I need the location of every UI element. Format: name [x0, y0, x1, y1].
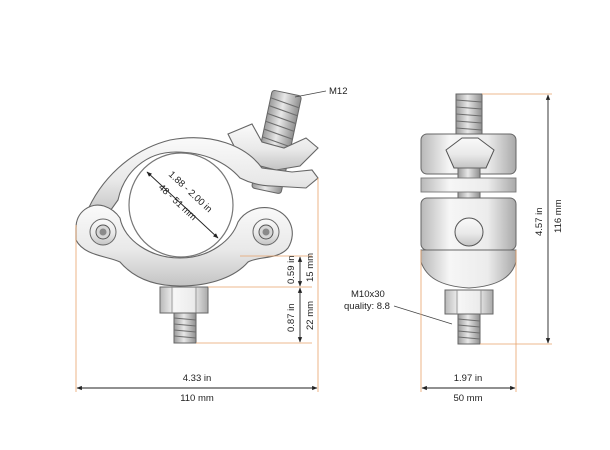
bottom-nut [159, 286, 209, 314]
side-width-mm-label: 50 mm [453, 393, 482, 404]
m12-label: M12 [329, 86, 347, 97]
side-width-in-label: 1.97 in [454, 373, 483, 384]
m10-leader [393, 305, 453, 325]
quality-label: quality: 8.8 [344, 301, 390, 312]
height-in-label: 4.57 in [534, 207, 545, 236]
spacer-in-label: 0.59 in [286, 255, 297, 284]
left-pivot-pin [89, 218, 117, 246]
side-wing-nut [445, 137, 495, 169]
spacer-mm-label: 15 mm [305, 253, 316, 282]
side-view: M10x30 quality: 8.8 1.97 in 50 mm 4.57 i… [344, 93, 564, 404]
front-view: 1.88 - 2.00 in 48 - 51 mm M12 0.59 in 15… [75, 86, 347, 404]
side-middle-band [420, 177, 517, 193]
lower-jaw [75, 204, 293, 287]
tube-diameter-line [146, 171, 219, 239]
bolt-length-in-label: 0.87 in [286, 303, 297, 332]
upper-jaw [85, 137, 319, 215]
bolt-length-mm-label: 22 mm [305, 301, 316, 330]
top-bolt-rod [251, 89, 302, 194]
overall-width-in-label: 4.33 in [183, 373, 212, 384]
side-top-rod [455, 93, 483, 135]
side-knuckle [454, 217, 484, 247]
m10-label: M10x30 [351, 289, 385, 300]
side-bottom-bolt [457, 313, 481, 345]
side-bottom-nut [444, 289, 494, 315]
height-mm-label: 116 mm [553, 199, 564, 233]
bottom-bolt [173, 312, 197, 344]
side-lower-body [420, 249, 517, 289]
m12-leader [294, 90, 327, 98]
right-pivot-pin [252, 218, 280, 246]
overall-width-mm-label: 110 mm [180, 393, 214, 404]
